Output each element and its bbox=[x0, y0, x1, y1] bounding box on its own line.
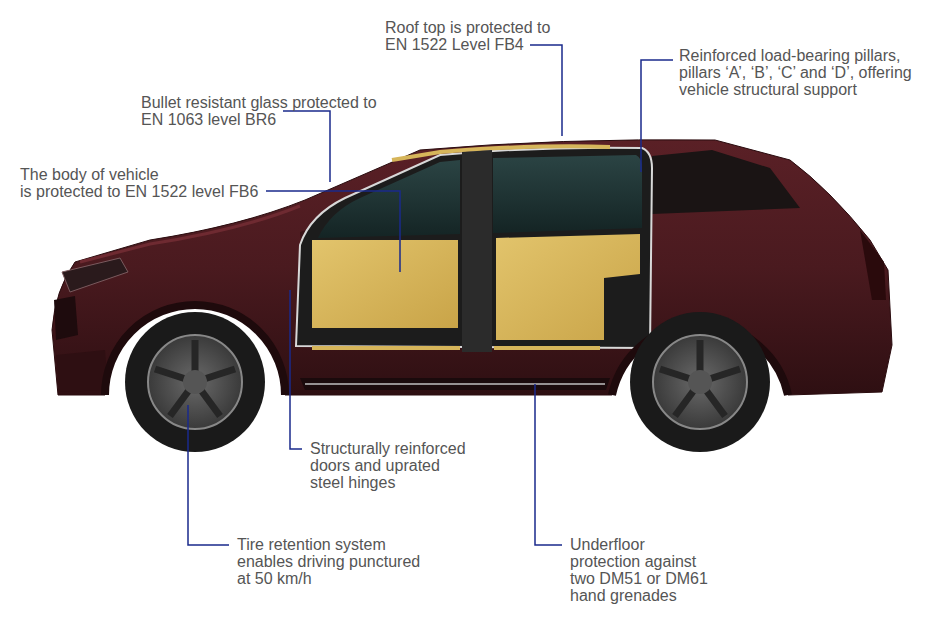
callout-label: Underfloor protection against two DM51 o… bbox=[570, 536, 713, 604]
callout-block: Underfloor protection against two DM51 o… bbox=[570, 536, 713, 604]
leader-line bbox=[290, 290, 302, 449]
leader-line bbox=[530, 45, 562, 136]
leader-line bbox=[641, 60, 673, 172]
rear-door-armour bbox=[496, 234, 640, 340]
callout-label: Tire retention system enables driving pu… bbox=[237, 536, 427, 587]
line-spacer bbox=[165, 166, 265, 183]
rear-wheel bbox=[630, 312, 770, 452]
sill-armour-trim bbox=[494, 346, 600, 350]
callout-block: Roof top is protected to EN 1522 Level F… bbox=[385, 19, 560, 53]
callout-block: The body of vehicle is protected to EN 1… bbox=[20, 166, 265, 200]
hood-highlight bbox=[80, 206, 300, 262]
front-door-armour bbox=[312, 240, 458, 328]
leader-line bbox=[188, 405, 229, 545]
callout-block: Tire retention system enables driving pu… bbox=[237, 536, 427, 587]
running-board-edge bbox=[305, 383, 605, 385]
leader-line bbox=[266, 191, 400, 272]
rear-window bbox=[493, 155, 642, 233]
headlight bbox=[62, 258, 128, 292]
leader-line bbox=[535, 384, 562, 545]
callout-label: The body of vehicle is protected to EN 1… bbox=[20, 166, 265, 200]
b-pillar bbox=[462, 150, 492, 352]
leader-line bbox=[283, 111, 330, 182]
front-wheel bbox=[125, 312, 265, 452]
callout-label: Bullet resistant glass protected to EN 1… bbox=[141, 94, 386, 128]
callout-block: Bullet resistant glass protected to EN 1… bbox=[141, 94, 386, 128]
callout-block: Structurally reinforced doors and uprate… bbox=[310, 440, 472, 491]
sill-armour-trim bbox=[312, 346, 460, 350]
running-board bbox=[300, 378, 610, 390]
roof-armour-trim bbox=[392, 146, 610, 160]
front-bumper bbox=[56, 350, 108, 392]
callout-label: Structurally reinforced doors and uprate… bbox=[310, 440, 472, 491]
grille bbox=[54, 296, 78, 340]
front-window bbox=[318, 160, 460, 238]
callout-block: Reinforced load-bearing pillars, pillars… bbox=[679, 47, 925, 98]
rear-light bbox=[860, 230, 886, 300]
rear-quarter-window bbox=[652, 150, 800, 214]
callout-label: Reinforced load-bearing pillars, pillars… bbox=[679, 47, 925, 98]
callout-label: Roof top is protected to EN 1522 Level F… bbox=[385, 19, 560, 53]
